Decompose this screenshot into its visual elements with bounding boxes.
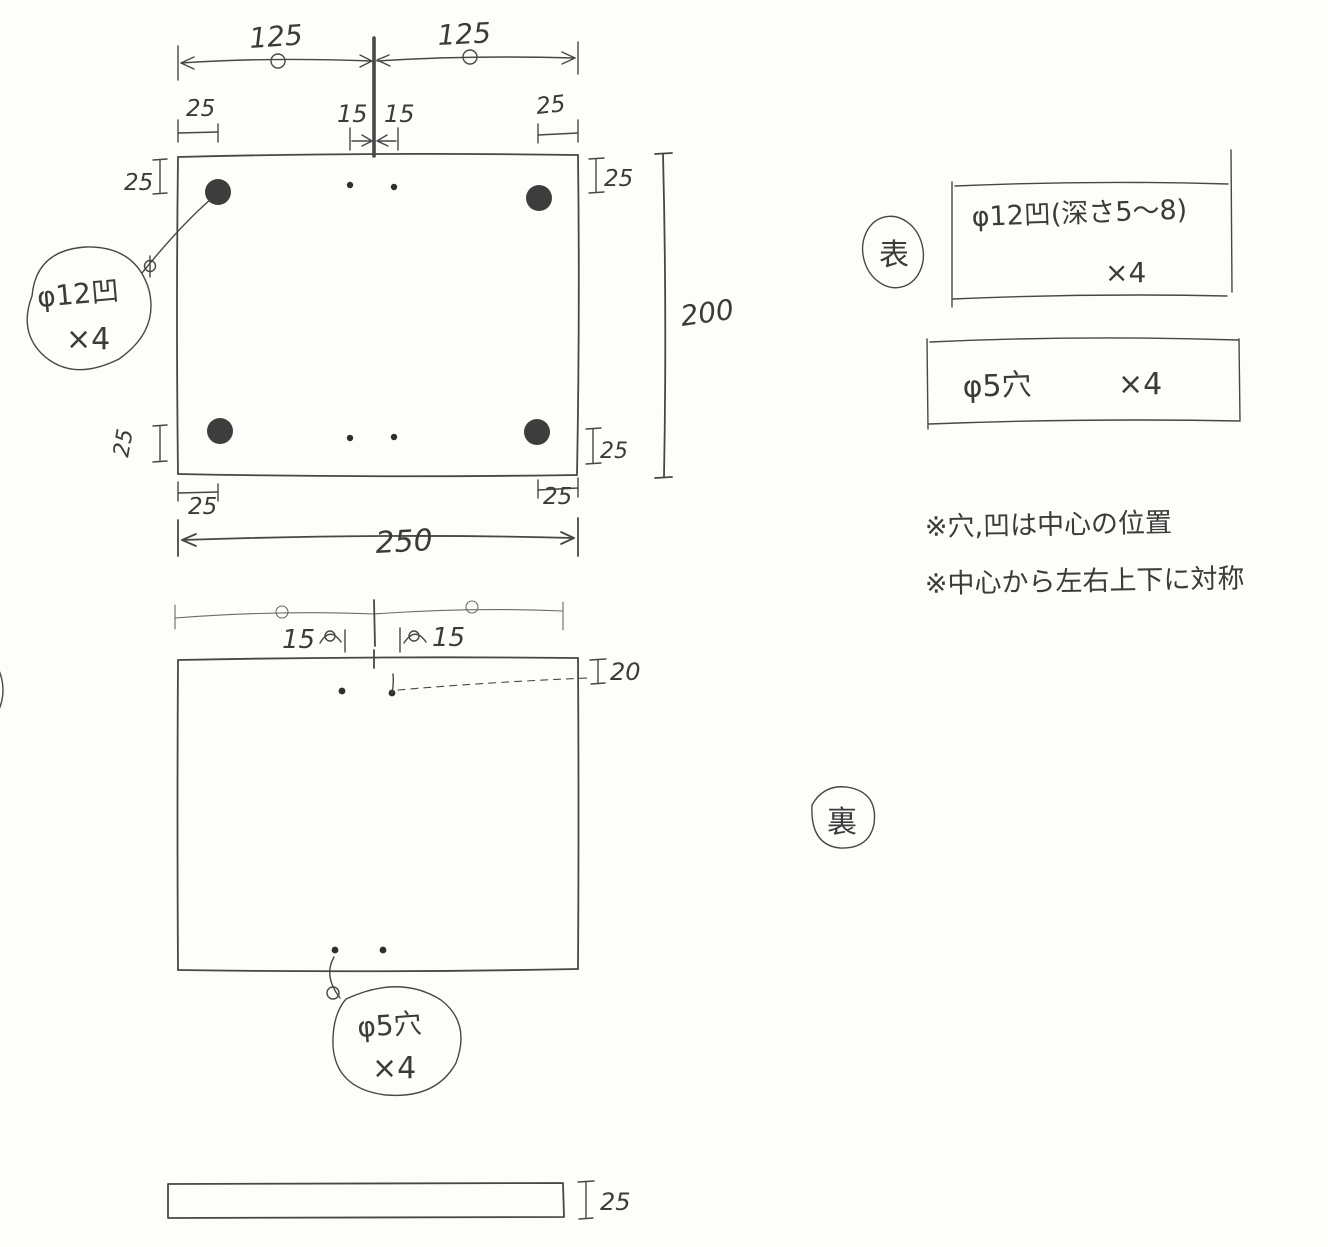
stray-mark bbox=[0, 671, 4, 709]
hole-top-right bbox=[390, 183, 398, 191]
back-callout-hole: φ5穴 ×4 bbox=[326, 956, 462, 1097]
side-dim-thickness-bracket bbox=[577, 1180, 595, 1220]
spec-recess-text: φ12凹(深さ5〜8) bbox=[971, 194, 1188, 233]
front-side-badge-label: 表 bbox=[879, 238, 909, 273]
hole-bottom-left bbox=[346, 434, 354, 442]
front-recess-circles bbox=[205, 179, 552, 445]
back-dim-gaps: 15 15 bbox=[282, 623, 465, 655]
front-view: 125 125 25 15 15 25 bbox=[26, 16, 736, 561]
front-hole-dots bbox=[346, 181, 398, 442]
dashed-leader bbox=[397, 677, 589, 691]
recess-top-right bbox=[526, 185, 552, 211]
back-dim-top-line bbox=[174, 600, 564, 631]
front-dim-edge-bottomright-label: 25 bbox=[600, 439, 628, 464]
recess-bottom-right bbox=[524, 419, 550, 445]
back-hole-dots bbox=[331, 687, 396, 954]
front-dim-gap-right-label: 15 bbox=[384, 100, 415, 128]
spec-hole-qty: ×4 bbox=[1118, 367, 1162, 402]
back-dim-gap-left-label: 15 bbox=[282, 625, 315, 655]
front-dim-edge-left: 25 25 bbox=[109, 158, 168, 463]
spec-recess-qty: ×4 bbox=[1105, 256, 1146, 289]
back-hole-bottom-right bbox=[379, 946, 387, 954]
back-side-badge-label: 裏 bbox=[827, 805, 857, 840]
front-dim-offset-topright-label: 25 bbox=[535, 91, 567, 120]
callout-bubble bbox=[26, 246, 152, 371]
note-hole-position: ※穴,凹は中心の位置 bbox=[925, 508, 1173, 543]
front-dim-height: 200 bbox=[654, 152, 736, 479]
back-dim-hole-offset: 20 bbox=[391, 658, 641, 694]
front-dim-edge-right: 25 25 bbox=[585, 157, 633, 465]
front-dim-gap-left-label: 15 bbox=[337, 100, 368, 128]
callout-bubble bbox=[332, 986, 462, 1097]
front-side-badge: 表 bbox=[861, 215, 925, 289]
front-callout-recess-line2: ×4 bbox=[66, 322, 110, 357]
side-dim-thickness-label: 25 bbox=[600, 1188, 631, 1216]
front-callout-recess-line1: φ12凹 bbox=[36, 274, 121, 314]
front-dim-width: 250 bbox=[177, 517, 579, 561]
back-side-badge: 裏 bbox=[811, 786, 876, 849]
recess-top-left bbox=[205, 179, 231, 205]
front-dim-edge-topleft-label: 25 bbox=[124, 170, 153, 196]
spec-box-hole: φ5穴 ×4 bbox=[926, 337, 1241, 430]
front-dim-offset-topleft-label: 25 bbox=[186, 96, 215, 122]
front-dim-top: 125 125 bbox=[177, 16, 579, 81]
badge-circle bbox=[861, 215, 925, 289]
back-callout-hole-line2: ×4 bbox=[372, 1051, 416, 1086]
back-callout-hole-line1: φ5穴 bbox=[356, 1007, 422, 1044]
side-plate-outline bbox=[167, 1182, 565, 1219]
side-view: 25 bbox=[167, 1180, 631, 1220]
front-dim-edge-bottomleft-label: 25 bbox=[109, 427, 138, 459]
back-plate-outline bbox=[176, 649, 580, 973]
front-dim-edge-topright-label: 25 bbox=[604, 166, 633, 192]
front-dim-height-label: 200 bbox=[678, 293, 736, 333]
note-symmetry: ※中心から左右上下に対称 bbox=[925, 563, 1245, 600]
front-dim-width-label: 250 bbox=[375, 523, 434, 561]
back-dim-gap-right-label: 15 bbox=[432, 623, 465, 653]
front-dim-half-right-label: 125 bbox=[437, 16, 492, 52]
badge-circle bbox=[811, 786, 876, 849]
legend: 表 φ12凹(深さ5〜8) ×4 φ5穴 ×4 ※穴,凹は bbox=[811, 149, 1245, 849]
hole-top-left bbox=[346, 181, 354, 189]
back-hole-bottom-left bbox=[331, 946, 339, 954]
front-dim-offsets-top: 25 15 15 25 bbox=[177, 91, 579, 151]
back-view: 15 15 20 bbox=[174, 599, 641, 1097]
back-dim-hole-offset-label: 20 bbox=[610, 658, 641, 686]
front-dim-half-left-label: 125 bbox=[248, 18, 304, 55]
front-dim-offset-bottomright-label: 25 bbox=[543, 484, 572, 510]
spec-box-recess: φ12凹(深さ5〜8) ×4 bbox=[951, 149, 1233, 308]
hole-bottom-right bbox=[390, 433, 398, 441]
front-plate-outline bbox=[176, 152, 580, 478]
front-callout-recess: φ12凹 ×4 bbox=[26, 198, 212, 371]
back-centerline-mark bbox=[373, 599, 376, 647]
front-dim-offset-bottomleft-label: 25 bbox=[188, 494, 217, 520]
recess-bottom-left bbox=[207, 418, 233, 444]
spec-hole-text: φ5穴 bbox=[962, 368, 1032, 405]
front-dim-offsets-bottom: 25 25 bbox=[177, 477, 579, 520]
back-hole-top-left bbox=[338, 687, 346, 695]
